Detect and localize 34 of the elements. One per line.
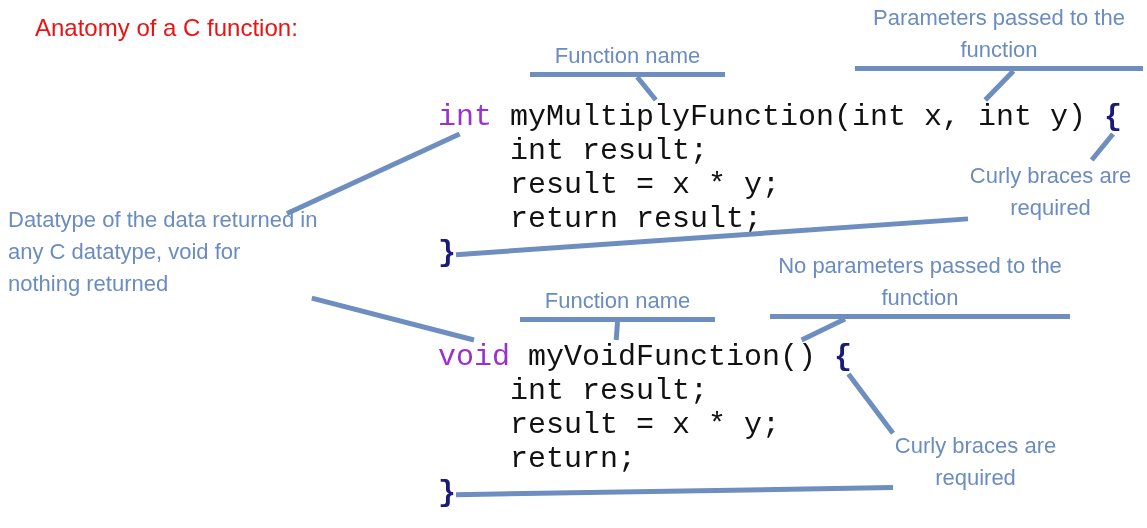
function-name-code: myVoidFunction bbox=[528, 340, 781, 374]
code-line: result = x * y; bbox=[510, 408, 781, 442]
code-line: int result; bbox=[510, 134, 709, 168]
annotation-text: Curly braces are required bbox=[893, 430, 1058, 494]
annotation-text: Datatype of the data returned in any C datatype, void for nothing returned bbox=[8, 204, 318, 300]
leader-line bbox=[455, 216, 969, 258]
brace: { bbox=[1104, 100, 1122, 134]
leader-line bbox=[456, 485, 894, 498]
code-line: result = x * y; bbox=[510, 168, 781, 202]
brace: } bbox=[438, 236, 456, 270]
brace: { bbox=[834, 340, 852, 374]
heading: Anatomy of a C function: bbox=[35, 14, 298, 42]
leader-line bbox=[800, 316, 847, 343]
function-name-code: myMultiplyFunction bbox=[510, 100, 835, 134]
leader-line bbox=[983, 69, 1016, 102]
leader-line bbox=[311, 295, 475, 343]
keyword: void bbox=[438, 340, 510, 374]
code-line: int result; bbox=[510, 374, 709, 408]
underlined-annotation-text: No parameters passed to the function bbox=[770, 250, 1070, 319]
leader-line bbox=[635, 75, 658, 102]
code-line: return; bbox=[510, 442, 637, 476]
parameter-list-code: () bbox=[780, 340, 816, 374]
brace: } bbox=[438, 476, 456, 510]
code-line: return result; bbox=[510, 202, 763, 236]
keyword: int bbox=[438, 100, 492, 134]
annotation-text: Curly braces are required bbox=[968, 160, 1133, 224]
leader-line bbox=[613, 321, 620, 341]
underlined-annotation-text: Parameters passed to the function bbox=[855, 2, 1143, 71]
leader-line bbox=[846, 372, 895, 435]
parameter-list-code: (int x, int y) bbox=[834, 100, 1087, 134]
leader-line bbox=[285, 131, 461, 216]
leader-line bbox=[1089, 132, 1115, 162]
underlined-annotation-text: Function name bbox=[530, 40, 725, 77]
underlined-annotation-text: Function name bbox=[520, 285, 715, 322]
